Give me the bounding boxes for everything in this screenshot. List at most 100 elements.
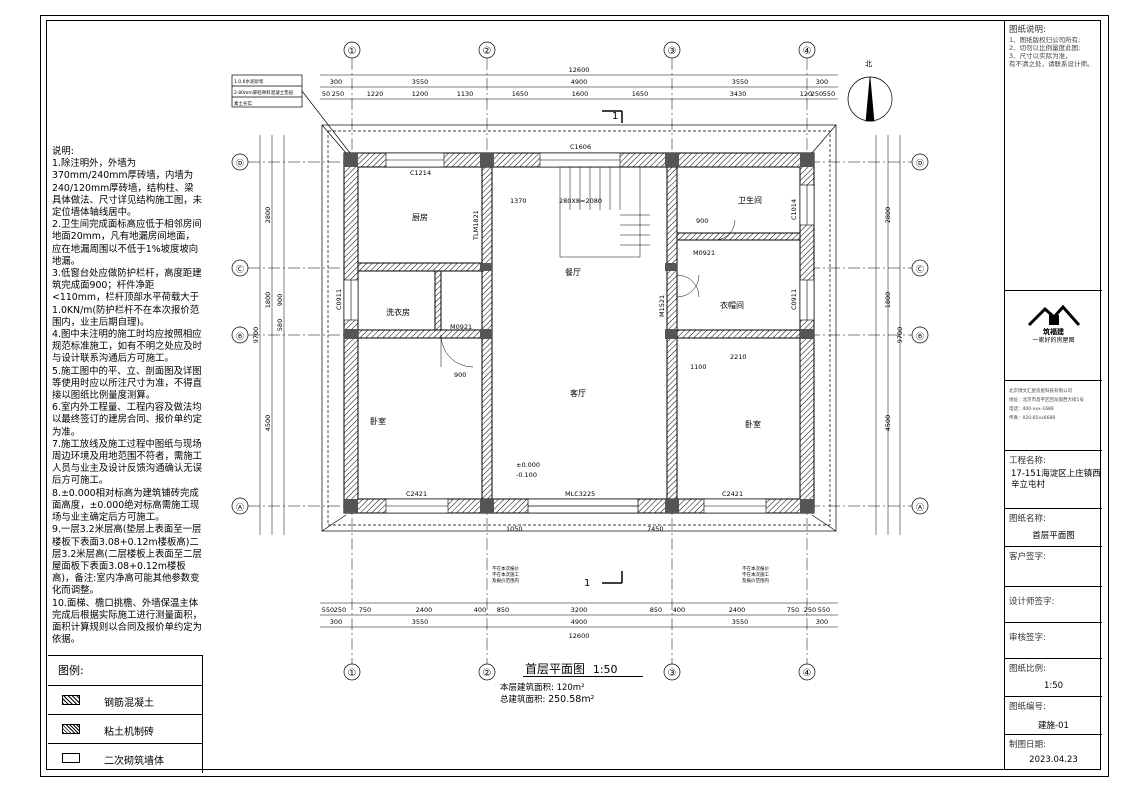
drawing-notes-lines: 1、图纸版权归公司所有; 2、切勿以比例量度此图; 3、尺寸以实际为准， 有不清… <box>1009 36 1101 68</box>
plan-scale: 1:50 <box>592 663 618 676</box>
axis-label: ① <box>348 46 357 57</box>
dim-text: 250 <box>804 606 816 614</box>
dim-text: 550 <box>823 90 835 98</box>
dim-text: 750 <box>787 606 799 614</box>
drawing-note-line: 1、图纸版权归公司所有; <box>1009 36 1081 44</box>
drawing-notes-cell: 图纸说明: 1、图纸版权归公司所有; 2、切勿以比例量度此图; 3、尺寸以实际为… <box>1005 20 1102 90</box>
dim-text: 1200 <box>412 90 429 98</box>
dim-text: 750 <box>359 606 371 614</box>
company-slogan: 一家好的房屋图 <box>1032 337 1075 344</box>
scale-label: 图纸比例: <box>1009 664 1046 674</box>
dim-text: 3550 <box>732 618 749 626</box>
dim-text: 2400 <box>416 606 433 614</box>
axis-label: ③ <box>668 46 677 57</box>
company-logo-icon <box>1027 304 1081 327</box>
axis-label: Ⓑ <box>916 332 924 341</box>
stair-label: 280X8=2080 <box>559 197 602 205</box>
dim-text: 1100 <box>690 363 707 371</box>
dim-text: 3430 <box>730 90 747 98</box>
detail-note: 及报价范围内 <box>492 577 519 584</box>
axis-label: Ⓐ <box>916 503 924 512</box>
axis-label: ① <box>348 668 357 679</box>
title-block: 图纸说明: 1、图纸版权归公司所有; 2、切勿以比例量度此图; 3、尺寸以实际为… <box>1004 20 1102 770</box>
room-name: 餐厅 <box>565 268 581 277</box>
room-name: 卧室 <box>370 416 386 426</box>
axis-label: ② <box>483 46 492 57</box>
client-sign-cell: 客户签字: <box>1005 546 1102 586</box>
dim-text: 250 <box>332 90 344 98</box>
detail-note: 不在本次报价 <box>492 565 519 572</box>
dim-text: 50 <box>322 90 330 98</box>
dim-text: 7450 <box>647 525 664 533</box>
dim-overall: 12600 <box>569 632 590 640</box>
total-area-label: 总建筑面积: <box>500 695 546 705</box>
room-name: 衣帽间 <box>720 300 744 310</box>
room-name: 卫生间 <box>738 195 762 205</box>
dim-text: 9700 <box>896 327 904 344</box>
axis-label: Ⓓ <box>916 159 924 168</box>
company-info-cell: 北京博文汇星房屋科技有限公司 地址：北京市昌平区回龙观西大街1号 电话：400-… <box>1005 380 1102 442</box>
legend: 图例: 钢筋混凝土 粘土机制砖 二次砌筑墙体 <box>48 655 203 773</box>
dim-text: 850 <box>650 606 662 614</box>
drawing-number-cell: 图纸编号: 建施-01 <box>1005 696 1102 734</box>
legend-item-label: 钢筋混凝土 <box>104 698 154 709</box>
company-line: 传真：020-85xx6688 <box>1009 416 1056 421</box>
client-sign-label: 客户签字: <box>1009 552 1046 562</box>
section-mark: 1 <box>612 111 618 122</box>
floor-area-label: 本层建筑面积: <box>500 683 554 693</box>
dim-text: 2400 <box>729 606 746 614</box>
outer-frame <box>40 15 1109 777</box>
axis-label: Ⓑ <box>236 332 244 341</box>
note-6: 6.室内外工程量、工程内容及做法均以最终签订的建房合同、报价单约定为准。 <box>52 402 203 438</box>
project-cell: 工程名称: 17-151海淀区上庄镇西辛立屯村 <box>1005 450 1102 508</box>
dim-text: 550 <box>818 606 830 614</box>
detail-note: 2.80mm厚轻骨料混凝土垫层 <box>234 89 294 96</box>
concrete-swatch-icon <box>62 695 80 705</box>
opening-label: M0921 <box>693 249 715 257</box>
floor-plan: ① ② ③ ④ ① ② ③ ④ Ⓓ Ⓒ Ⓑ Ⓐ Ⓓ Ⓒ Ⓑ Ⓐ 12600 30… <box>231 41 929 681</box>
dim-text: 250 <box>811 90 823 98</box>
opening-label: M0921 <box>450 323 472 331</box>
project-name: 17-151海淀区上庄镇西辛立屯村 <box>1011 469 1101 490</box>
total-area-value: 250.58m² <box>548 694 595 705</box>
dim-text: 300 <box>816 78 828 86</box>
floor-area: 本层建筑面积: 120m² <box>500 681 585 693</box>
note-3: 3.低窗台处应做防护栏杆，高度距建筑完成面900；杆件净距<110mm，栏杆顶部… <box>52 268 202 328</box>
plan-title-text: 首层平面图 <box>525 662 586 676</box>
axis-label: Ⓒ <box>236 265 244 274</box>
dim-text: 300 <box>330 618 342 626</box>
detail-note: 1.0.6水泥砂浆 <box>234 78 264 85</box>
reviewer-sign-cell: 审核签字: <box>1005 622 1102 658</box>
drawing-note-line: 有不清之处，请联系设计师。 <box>1009 60 1094 68</box>
drawing-name-label: 图纸名称: <box>1009 514 1046 524</box>
total-area: 总建筑面积: 250.58m² <box>500 693 594 705</box>
dim-text: 550 <box>322 606 334 614</box>
dim-text: 9700 <box>252 327 260 344</box>
dim-text: 850 <box>497 606 509 614</box>
legend-title: 图例: <box>58 664 84 677</box>
dim-text: 1800 <box>264 292 272 309</box>
floor-area-value: 120m² <box>556 683 585 693</box>
dim-text: 900 <box>696 217 708 225</box>
dim-text: 1050 <box>506 525 523 533</box>
scale-value: 1:50 <box>1043 681 1064 691</box>
axis-label: ④ <box>803 668 812 679</box>
detail-note: 不在本次施工 <box>742 571 769 578</box>
note-1: 1.除注明外，外墙为370mm/240mm厚砖墙，内墙为240/120mm厚砖墙… <box>52 158 203 219</box>
eaves-inner <box>327 130 831 526</box>
axis-label: ④ <box>803 46 812 57</box>
legend-item-label: 二次砌筑墙体 <box>104 756 164 767</box>
company-line: 地址：北京市昌平区回龙观西大街1号 <box>1009 398 1084 403</box>
dim-text: 1600 <box>572 90 589 98</box>
brick-swatch-icon <box>62 724 80 734</box>
drawing-note-line: 2、切勿以比例量度此图; <box>1009 44 1081 52</box>
dim-text: 250 <box>334 606 346 614</box>
dim-text: 2210 <box>730 353 747 361</box>
legend-item-label: 粘土机制砖 <box>104 727 154 738</box>
dim-text: 3200 <box>571 606 588 614</box>
drawing-name-cell: 图纸名称: 首层平面图 <box>1005 508 1102 546</box>
opening-label: M1521 <box>658 295 666 317</box>
detail-note: 不在本次报价 <box>742 565 769 572</box>
note-2: 2.卫生间完成面标高应低于相邻房间地面20mm，凡有地漏房间地面，应在地漏周围以… <box>52 219 202 267</box>
